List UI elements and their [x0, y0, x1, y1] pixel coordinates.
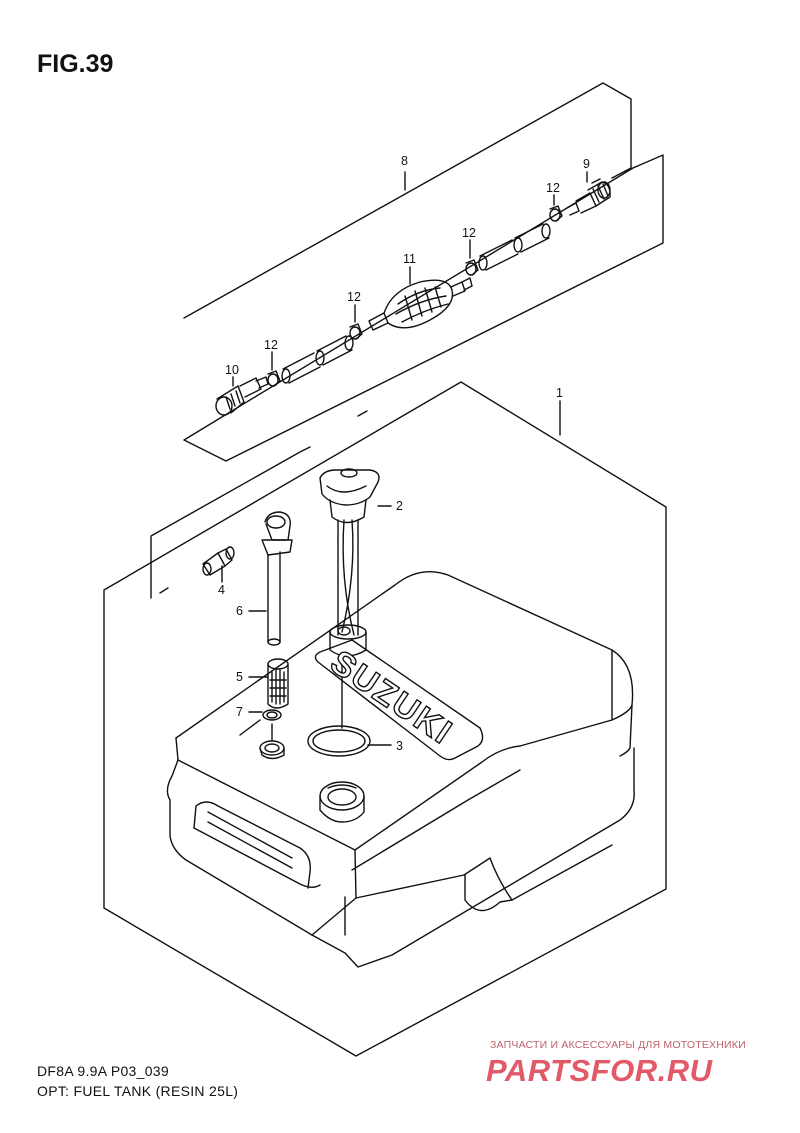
grommet-7 — [262, 709, 282, 721]
callout-12b: 12 — [347, 290, 361, 304]
callout-6: 6 — [236, 604, 243, 618]
hose-assembly-frame — [183, 82, 664, 462]
fuel-tank-body — [166, 571, 635, 968]
fitting-subframe — [150, 410, 368, 599]
callout-1: 1 — [556, 386, 563, 400]
callout-7: 7 — [236, 705, 243, 719]
grommet-seat — [259, 740, 285, 760]
o-ring-3 — [307, 725, 371, 757]
callout-9: 9 — [583, 157, 590, 171]
figure-title: FIG.39 — [37, 50, 114, 78]
callout-12c: 12 — [462, 226, 476, 240]
callout-11: 11 — [403, 252, 416, 266]
filler-neck — [319, 781, 365, 823]
hose-section-2 — [478, 223, 551, 271]
tank-emboss-text: SUZUKI — [324, 643, 460, 752]
connector-9 — [566, 181, 611, 216]
fitting-subframe-dash — [159, 587, 169, 594]
tank-frame — [103, 381, 667, 1057]
hose-frame-dash — [591, 178, 601, 184]
primer-bulb-11 — [368, 277, 473, 331]
clamp-12b — [349, 323, 363, 340]
callout-5: 5 — [236, 670, 243, 684]
union-fitting-4 — [202, 546, 235, 576]
filter-5 — [267, 658, 289, 709]
clamp-12d — [549, 205, 563, 222]
callout-10: 10 — [225, 363, 239, 377]
callout-4: 4 — [218, 583, 225, 597]
callout-2: 2 — [396, 499, 403, 513]
clamp-12c — [465, 259, 479, 276]
suction-pipe-6 — [261, 511, 293, 646]
callout-12a: 12 — [264, 338, 278, 352]
fuel-gauge-2 — [319, 468, 380, 729]
tank-emboss-plate — [314, 639, 484, 761]
callout-3: 3 — [396, 739, 403, 753]
clamp-12a — [267, 370, 281, 387]
hose-section-1 — [281, 335, 354, 384]
callout-8: 8 — [401, 154, 408, 168]
figure-caption: OPT: FUEL TANK (RESIN 25L) — [37, 1083, 239, 1099]
callout-12d: 12 — [546, 181, 560, 195]
model-code: DF8A 9.9A P03_039 — [37, 1063, 169, 1079]
watermark-tagline: ЗАПЧАСТИ И АКСЕССУАРЫ ДЛЯ МОТОТЕХНИКИ — [490, 1039, 746, 1051]
connector-10 — [215, 376, 269, 416]
watermark-logo: PARTSFOR.RU — [486, 1053, 713, 1088]
